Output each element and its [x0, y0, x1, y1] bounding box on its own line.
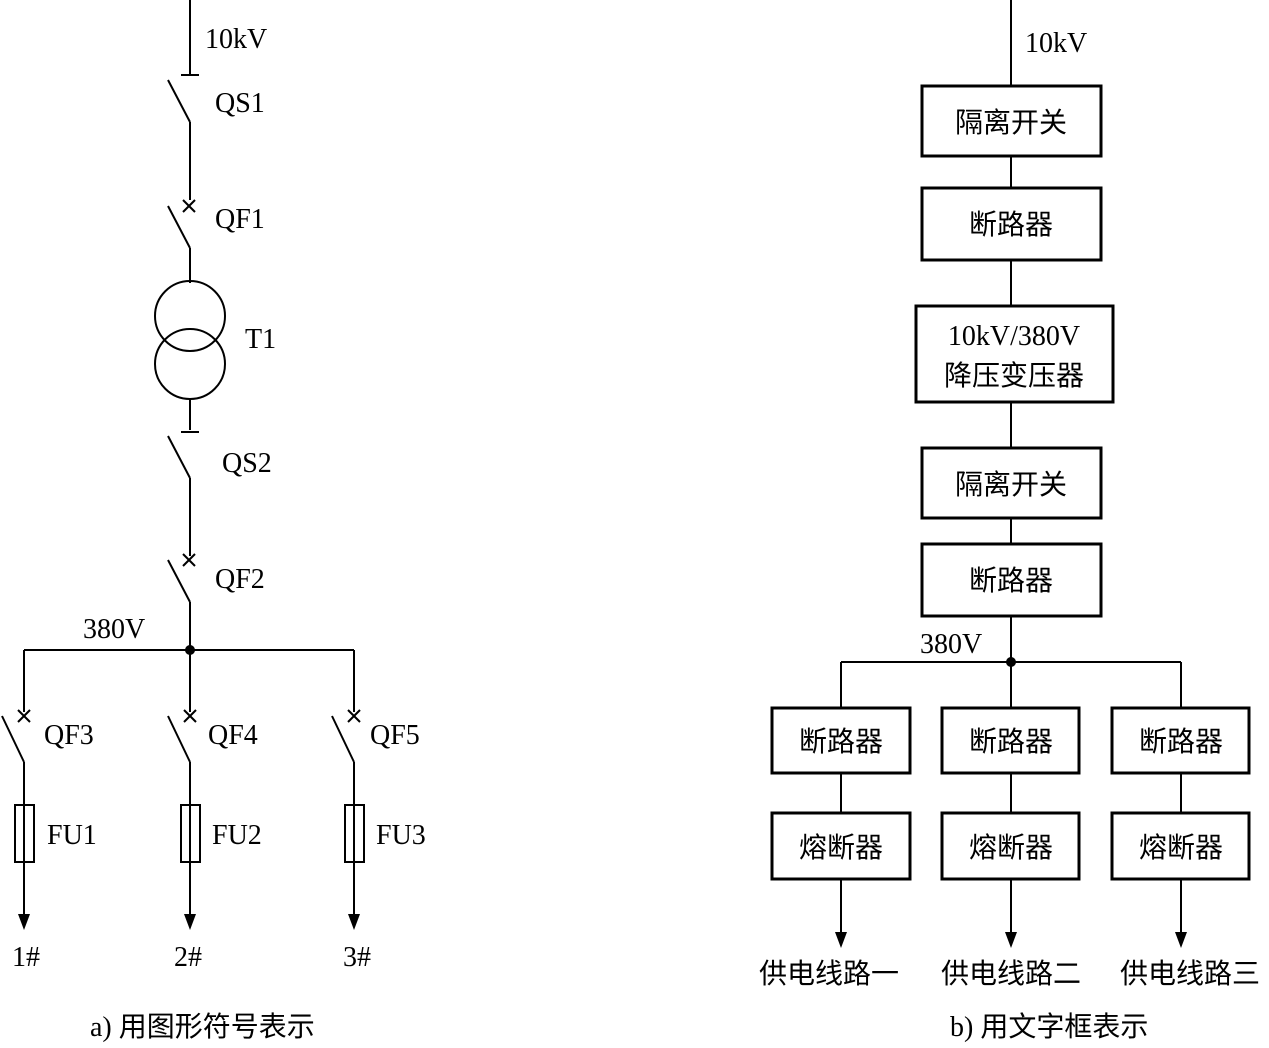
right-diagram: 10kV 隔离开关 断路器 10kV/380V 降压变压器 隔离开关 断路器 3…: [759, 0, 1260, 1043]
box-isolator-1-label: 隔离开关: [955, 106, 1067, 139]
right-voltage-10kv: 10kV: [1025, 28, 1087, 59]
left-caption: a) 用图形符号表示: [90, 1011, 315, 1043]
box-breaker-2-label: 断路器: [969, 564, 1053, 597]
left-voltage-380v: 380V: [83, 614, 145, 645]
label-qf2: QF2: [215, 564, 265, 595]
branch-2-line-label: 供电线路二: [941, 957, 1081, 990]
right-voltage-380v: 380V: [920, 629, 982, 660]
label-out1: 1#: [12, 942, 40, 973]
left-diagram: 10kV QS1 QF1 T1 QS2: [1, 0, 426, 1043]
branch-2-fuse-label: 熔断器: [969, 831, 1053, 864]
label-qs1: QS1: [215, 88, 265, 119]
branch-3-fuse-box: [1110, 811, 1251, 881]
branch-3-fuse-label: 熔断器: [1139, 831, 1223, 864]
label-qf5: QF5: [370, 720, 420, 751]
breaker-qf1-symbol: [167, 199, 196, 283]
branch-2-symbols: [167, 650, 201, 930]
label-fu1: FU1: [47, 820, 97, 851]
label-out2: 2#: [174, 942, 202, 973]
label-out3: 3#: [343, 942, 371, 973]
branch-2-breaker-box: [940, 706, 1081, 775]
branch-3-line-label: 供电线路三: [1120, 957, 1260, 990]
box-isolator-2: [920, 446, 1103, 520]
left-voltage-10kv: 10kV: [205, 24, 267, 55]
breaker-qf2-symbol: [167, 553, 196, 650]
label-t1: T1: [245, 324, 276, 355]
right-bus: [841, 616, 1181, 667]
branch-3-breaker-label: 断路器: [1139, 725, 1223, 758]
isolator-qs1-symbol: [167, 74, 199, 200]
label-fu2: FU2: [212, 820, 262, 851]
box-transformer-line2: 降压变压器: [944, 359, 1084, 392]
branch-1-fuse-box: [770, 811, 912, 881]
branch-1-symbols: [1, 650, 35, 930]
arrow-head: [1175, 932, 1187, 948]
branch-1-line-label: 供电线路一: [759, 957, 899, 990]
box-isolator-2-label: 隔离开关: [955, 468, 1067, 501]
branch-1-breaker-label: 断路器: [799, 725, 883, 758]
box-transformer: [914, 304, 1115, 404]
branch-3-symbols: [331, 650, 365, 930]
branch-2-breaker-label: 断路器: [969, 725, 1053, 758]
label-qf4: QF4: [208, 720, 258, 751]
box-isolator-1: [920, 84, 1103, 158]
arrow-head: [1005, 932, 1017, 948]
isolator-qs2-symbol: [167, 431, 199, 556]
branch-1-fuse-label: 熔断器: [799, 831, 883, 864]
label-qf3: QF3: [44, 720, 94, 751]
branch-1-breaker-box: [770, 706, 912, 775]
label-qs2: QS2: [222, 448, 272, 479]
box-breaker-1-label: 断路器: [969, 208, 1053, 241]
label-fu3: FU3: [376, 820, 426, 851]
arrow-head: [835, 932, 847, 948]
right-caption: b) 用文字框表示: [950, 1011, 1148, 1043]
box-breaker-1: [920, 186, 1103, 262]
transformer-t1-symbol: [154, 280, 226, 430]
label-qf1: QF1: [215, 204, 265, 235]
branch-2-fuse-box: [940, 811, 1081, 881]
box-transformer-line1: 10kV/380V: [948, 321, 1080, 352]
